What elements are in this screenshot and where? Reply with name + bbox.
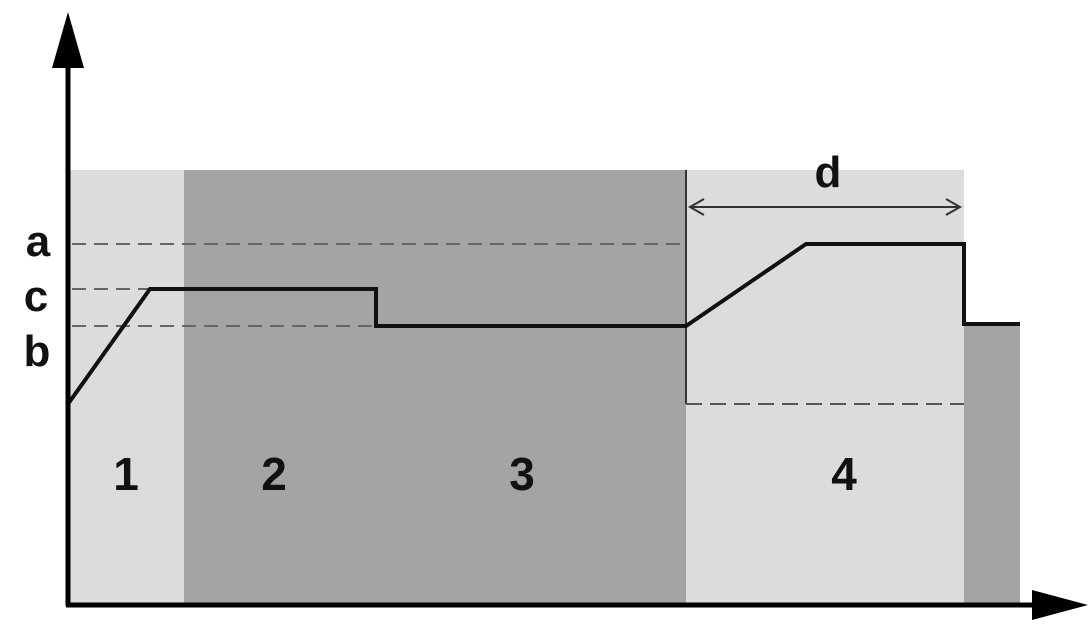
dimension-label-d: d [815,148,842,197]
zone-1-background [68,170,184,606]
profile-line [66,242,1020,406]
level-label-c: c [24,272,48,321]
level-label-a: a [26,217,51,266]
zone-label-3: 3 [509,448,535,500]
zone-label-2: 2 [261,448,287,500]
zone-label-1: 1 [113,448,139,500]
zone-4-background [686,170,964,606]
x-axis-arrowhead [1032,590,1088,620]
level-label-b: b [24,327,51,376]
zone-end-background [964,324,1020,606]
y-axis-arrowhead [52,12,84,68]
dimension-d-arrow [687,198,963,216]
zone-2-3-background [184,170,686,606]
zone-label-4: 4 [831,448,857,500]
